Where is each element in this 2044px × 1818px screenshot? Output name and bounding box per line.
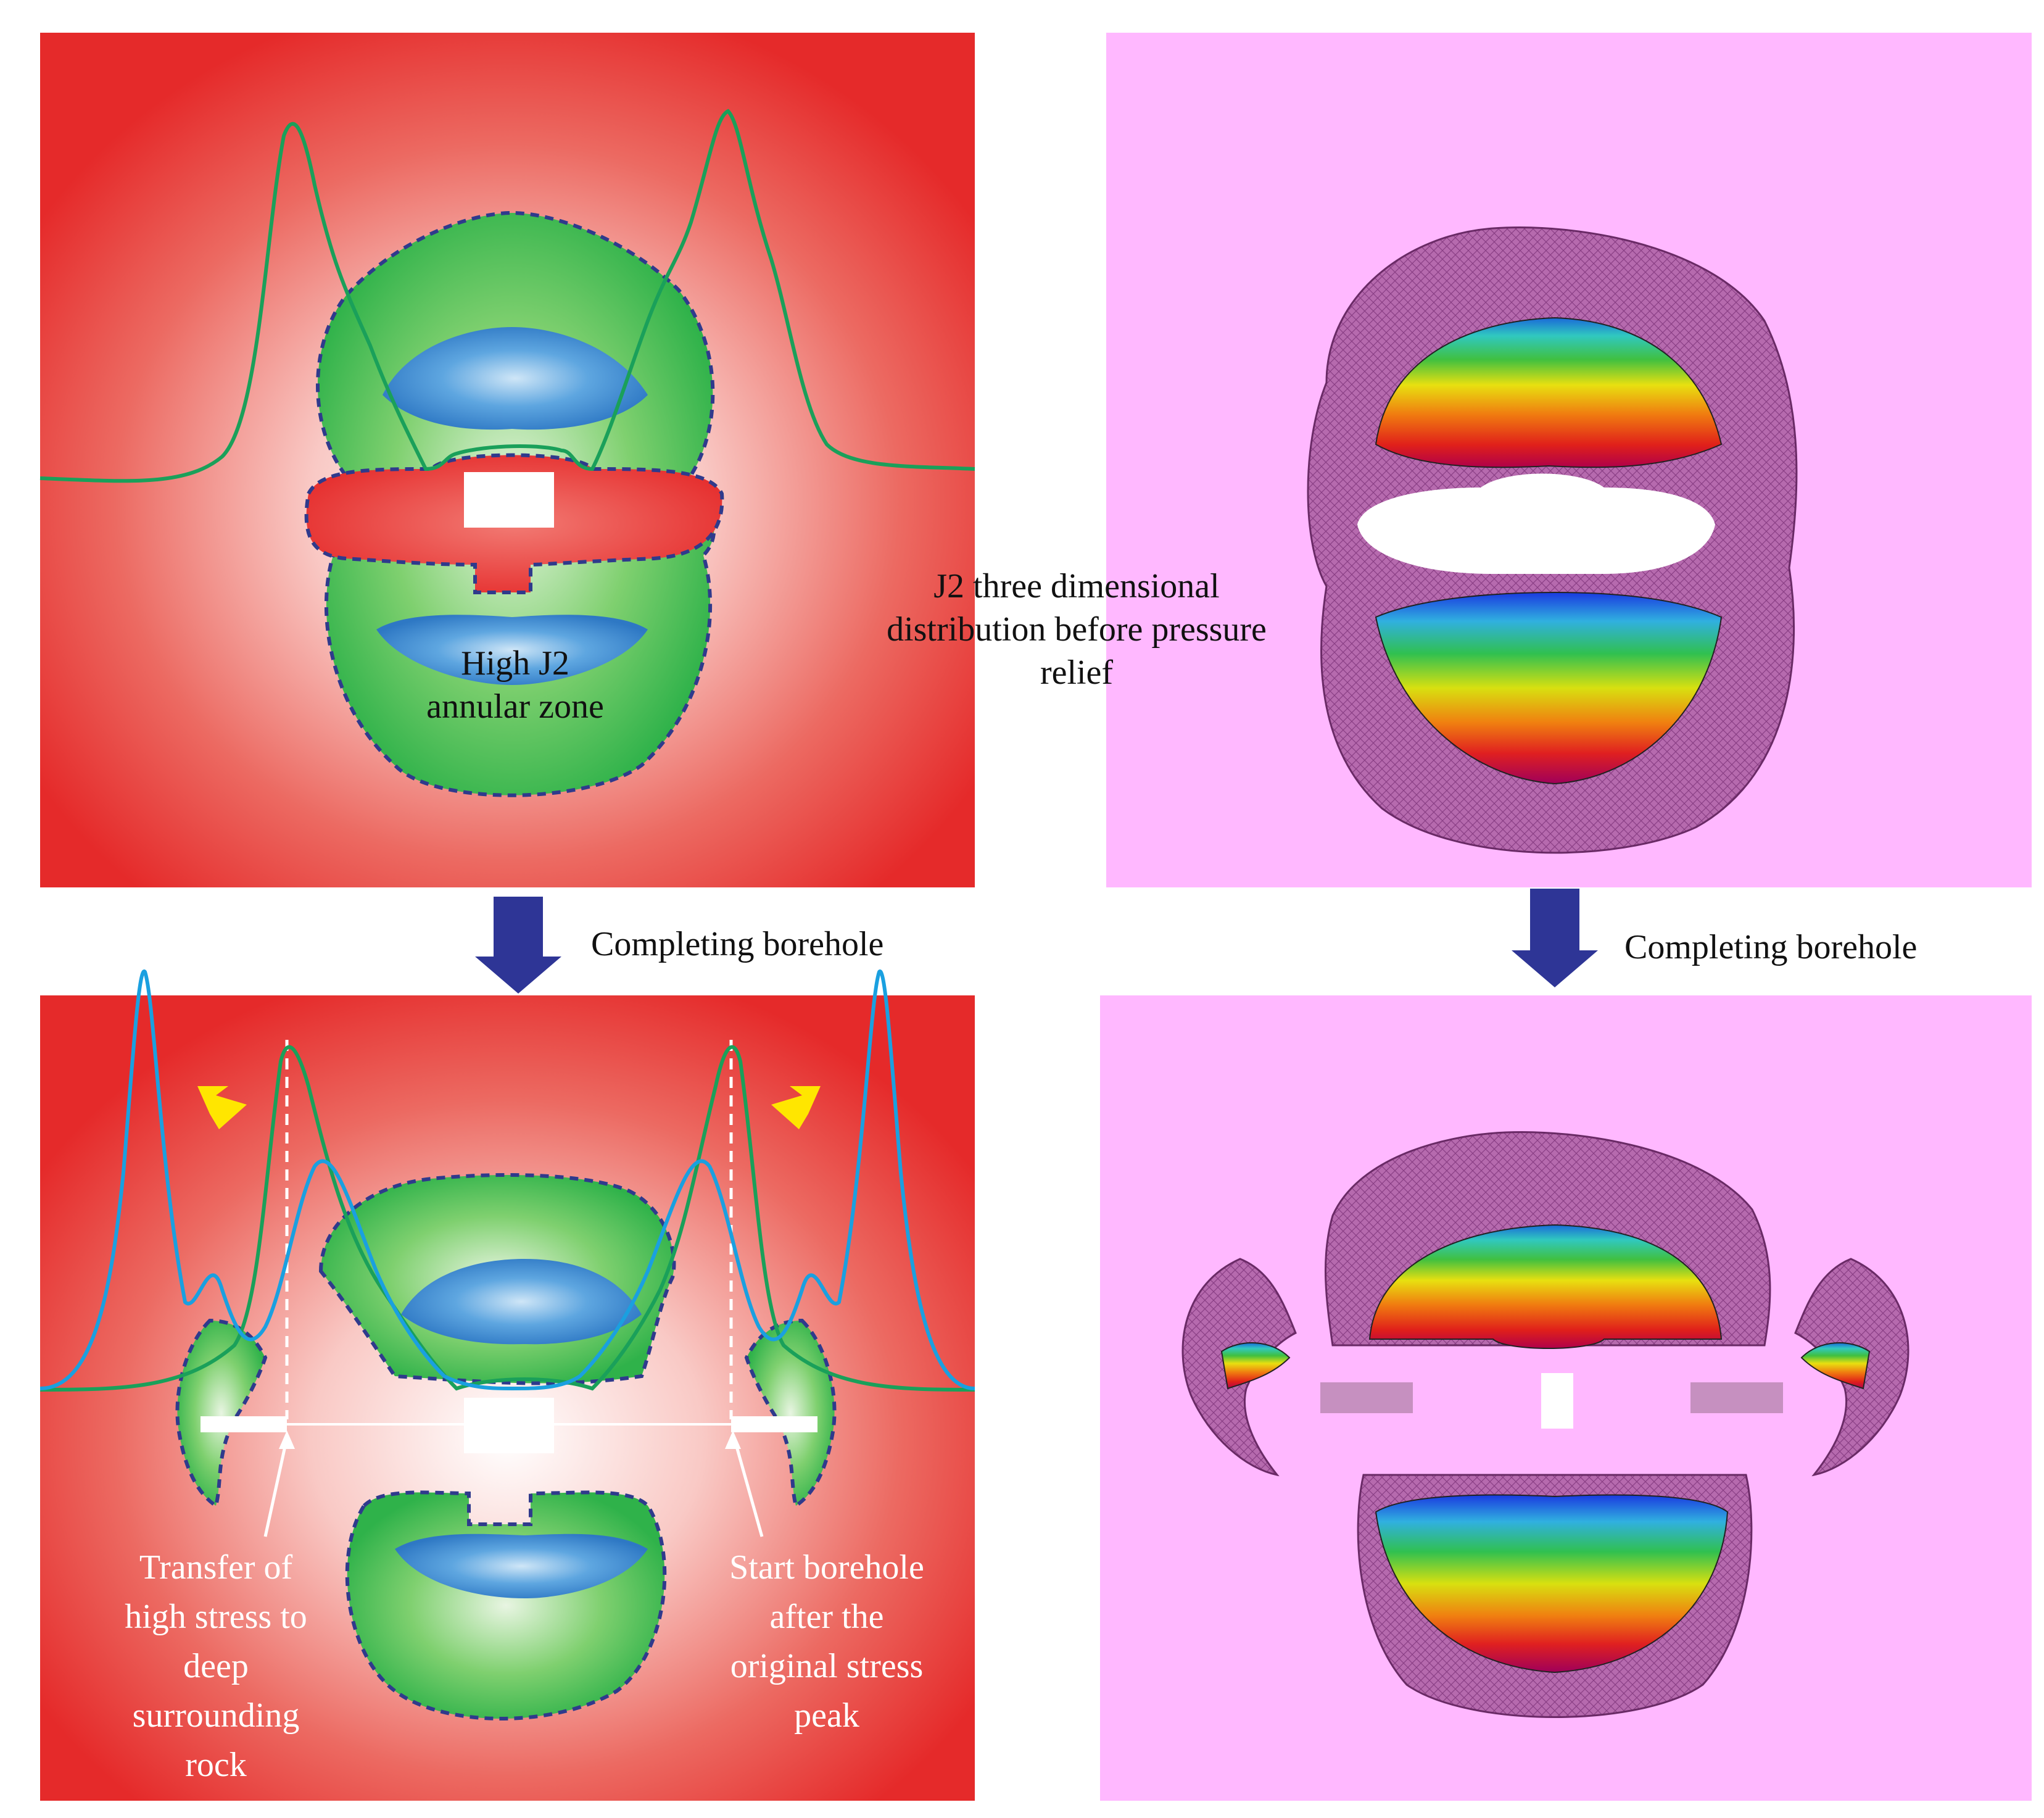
start-line1: Start borehole xyxy=(729,1548,924,1587)
blue-band-upper-bottom xyxy=(401,1259,642,1345)
start-line4: peak xyxy=(794,1696,859,1735)
roadway-opening-bottom-right xyxy=(1541,1373,1573,1429)
navy-arrow-left xyxy=(475,897,561,994)
pointer-transfer-head xyxy=(279,1430,295,1449)
start-line3: original stress xyxy=(730,1647,924,1685)
contour-lobe-left xyxy=(1220,1342,1291,1390)
yellow-arrow-left xyxy=(197,1086,247,1129)
borehole-mesh-left xyxy=(1320,1382,1413,1413)
contour-lower-bottom xyxy=(1375,1494,1729,1674)
stress-curve-original-bottom xyxy=(39,1045,975,1392)
panel-bottom-left-j2-contour xyxy=(39,969,975,1801)
label-high-j2-line2: annular zone xyxy=(426,687,604,726)
panel-top-right-3d-distribution xyxy=(1106,33,2032,887)
caption-j2-3d-distribution: J2 three dimensional distribution before… xyxy=(845,565,1308,694)
transfer-line3: deep xyxy=(183,1647,249,1685)
label-transfer-high-stress: Transfer of high stress to deep surround… xyxy=(93,1543,339,1790)
blue-band-lower-left xyxy=(376,615,648,685)
panel-top-left-j2-contour xyxy=(39,33,975,887)
roadway-opening-top-right xyxy=(1539,488,1567,543)
transfer-line5: rock xyxy=(185,1746,247,1784)
borehole-left xyxy=(201,1416,287,1432)
pointer-start-head xyxy=(725,1430,741,1449)
high-j2-zone-lower-bottom xyxy=(345,1490,667,1720)
borehole-mesh-right xyxy=(1690,1382,1783,1413)
roadway-opening-top-left xyxy=(464,472,554,528)
navy-arrow-right xyxy=(1512,889,1598,987)
roadway-opening-bottom-left xyxy=(464,1398,554,1453)
transfer-line1: Transfer of xyxy=(139,1548,293,1587)
label-completing-borehole-left: Completing borehole xyxy=(591,925,884,963)
blue-band-upper-left xyxy=(383,327,648,430)
opening-top-right xyxy=(1357,473,1715,574)
yellow-arrow-right xyxy=(771,1086,821,1129)
label-high-j2-line1: High J2 xyxy=(461,644,569,683)
contour-upper-top xyxy=(1375,317,1723,468)
pointer-start xyxy=(732,1437,764,1537)
stress-curve-original-top xyxy=(39,109,975,483)
pointer-transfer xyxy=(263,1437,289,1537)
caption-j2-line2: distribution before pressure xyxy=(887,610,1267,649)
start-line2: after the xyxy=(769,1598,884,1636)
transfer-line4: surrounding xyxy=(132,1696,300,1735)
label-completing-borehole-right: Completing borehole xyxy=(1624,928,1918,966)
blue-band-lower-bottom xyxy=(395,1534,648,1598)
caption-j2-line3: relief xyxy=(1040,654,1114,692)
contour-lobe-right xyxy=(1800,1342,1871,1390)
caption-j2-line1: J2 three dimensional xyxy=(933,567,1220,605)
transfer-line2: high stress to xyxy=(125,1598,307,1636)
borehole-right xyxy=(731,1416,817,1432)
contour-lower-top xyxy=(1375,591,1723,785)
label-high-j2-annular-zone: High J2 annular zone xyxy=(407,642,623,728)
label-start-borehole: Start borehole after the original stress… xyxy=(697,1543,956,1740)
panel-bottom-right-3d-distribution xyxy=(1100,995,2032,1801)
stress-curve-after-borehole xyxy=(39,969,975,1390)
contour-upper-bottom xyxy=(1368,1224,1723,1349)
